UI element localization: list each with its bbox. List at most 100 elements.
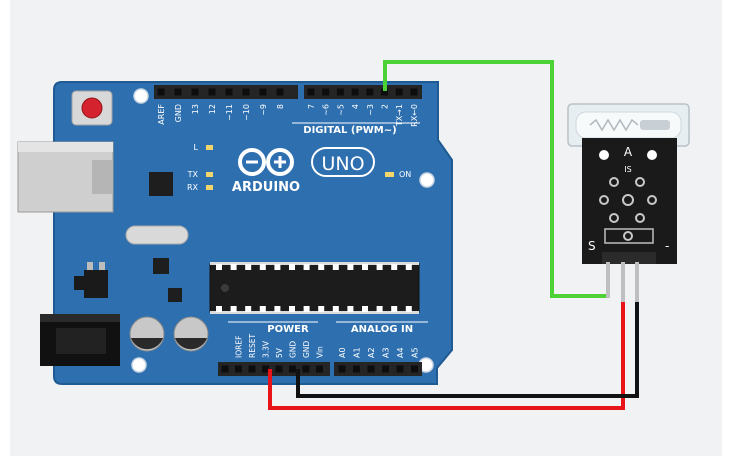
- reset-button[interactable]: [71, 90, 113, 126]
- chip-leg: [289, 306, 295, 312]
- chip-leg: [376, 306, 383, 312]
- crystal-oscillator: [125, 225, 189, 245]
- power-pin-label: Vin: [316, 346, 325, 358]
- led-on: [385, 172, 394, 177]
- digital-header-label: DIGITAL (PWM~): [303, 125, 396, 136]
- on-label: ON: [399, 170, 411, 179]
- digital-pin-label: 4: [351, 104, 360, 109]
- power-pin-label: GND: [302, 341, 311, 358]
- arduino-logo-icon: [238, 148, 294, 176]
- header-socket[interactable]: [316, 365, 323, 373]
- header-socket[interactable]: [353, 365, 360, 373]
- mounting-hole: [133, 88, 149, 104]
- chip-leg: [230, 306, 237, 312]
- chip-leg: [376, 264, 383, 270]
- analog-pin-label: A5: [411, 347, 420, 358]
- header-socket[interactable]: [235, 365, 242, 373]
- digital-pin-label: 7: [307, 104, 316, 109]
- power-header-label: POWER: [267, 324, 309, 335]
- sensor-pads: [599, 177, 657, 241]
- header-socket[interactable]: [366, 88, 374, 96]
- chip-leg: [332, 264, 339, 270]
- header-socket[interactable]: [338, 365, 346, 373]
- digital-pin-label: 2: [381, 104, 390, 109]
- chip-leg: [245, 264, 252, 270]
- digital-pin-label: ~3: [366, 104, 375, 116]
- sensor-pin-vcc: [621, 262, 625, 302]
- header-socket[interactable]: [302, 365, 310, 373]
- led-tx: [206, 172, 213, 177]
- chip-leg: [391, 306, 398, 312]
- header-socket[interactable]: [322, 88, 330, 96]
- voltage-regulator: [74, 262, 108, 298]
- header-socket[interactable]: [225, 88, 233, 96]
- header-socket[interactable]: [208, 88, 216, 96]
- header-socket[interactable]: [411, 365, 418, 373]
- header-socket[interactable]: [157, 88, 165, 96]
- dc-power-jack: [40, 314, 120, 366]
- header-socket[interactable]: [248, 365, 256, 373]
- header-socket[interactable]: [275, 365, 283, 373]
- analog-pin-label: A0: [338, 347, 347, 358]
- chip-leg: [362, 306, 368, 312]
- led-label: TX: [187, 170, 199, 179]
- chip-leg: [274, 264, 281, 270]
- header-socket[interactable]: [382, 365, 389, 373]
- power-pin-label: 3.3V: [262, 340, 271, 358]
- capacitor: [173, 316, 209, 352]
- vcc-wire: [268, 300, 625, 410]
- chip-leg: [303, 264, 310, 270]
- header-socket[interactable]: [262, 365, 269, 373]
- model-label: UNO: [321, 153, 364, 175]
- digital-pin-label: ~11: [225, 104, 234, 121]
- header-socket[interactable]: [191, 88, 199, 96]
- sensor-label-a: A: [624, 145, 633, 159]
- chip-leg: [347, 264, 354, 270]
- chip-leg: [318, 306, 325, 312]
- digital-header: [154, 85, 422, 99]
- brand-label: ARDUINO: [232, 180, 300, 195]
- header-socket[interactable]: [351, 88, 359, 96]
- header-socket[interactable]: [276, 88, 284, 96]
- header-socket[interactable]: [174, 88, 182, 96]
- capacitor: [129, 316, 165, 352]
- chip-leg: [230, 264, 237, 270]
- model-badge: [311, 147, 375, 177]
- led-rx: [206, 185, 213, 190]
- header-socket[interactable]: [395, 88, 403, 96]
- chip-leg: [245, 306, 252, 312]
- chip-leg: [332, 306, 339, 312]
- digital-pin-label: 8: [276, 104, 285, 109]
- analog-pin-label: A3: [382, 347, 391, 358]
- digital-pin-label: ~5: [336, 104, 345, 116]
- analog-pin-label: A4: [396, 347, 405, 358]
- header-socket[interactable]: [381, 88, 388, 96]
- chip-leg: [289, 264, 295, 270]
- sensor-label-is: IS: [624, 165, 631, 174]
- sensor-label-minus: -: [665, 239, 669, 253]
- silkscreen-box: [604, 228, 654, 244]
- chip-leg: [405, 264, 412, 270]
- header-socket[interactable]: [396, 365, 404, 373]
- led-label: RX: [187, 183, 199, 192]
- header-socket[interactable]: [307, 88, 315, 96]
- digital-pin-label: 12: [208, 104, 217, 114]
- header-socket[interactable]: [259, 88, 267, 96]
- header-socket[interactable]: [242, 88, 250, 96]
- sensor-pin-signal: [606, 262, 610, 298]
- digital-pin-label: AREF: [157, 104, 166, 125]
- analog-pin-label: A1: [353, 347, 362, 358]
- header-socket[interactable]: [289, 365, 296, 373]
- sensor-pin-gnd: [635, 262, 639, 302]
- header-socket[interactable]: [221, 365, 229, 373]
- sensor-pin-header: [602, 252, 656, 264]
- small-chip: [153, 258, 169, 274]
- header-socket[interactable]: [336, 88, 344, 96]
- header-socket[interactable]: [367, 365, 375, 373]
- power-analog-header: [218, 362, 422, 376]
- chip-leg: [259, 264, 266, 270]
- header-socket[interactable]: [410, 88, 418, 96]
